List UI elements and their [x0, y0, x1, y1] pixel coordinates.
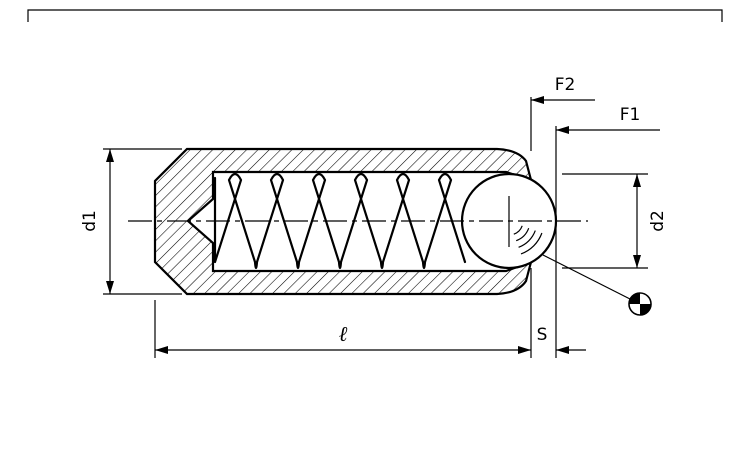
- callout-leader-line: [542, 254, 631, 300]
- d1-arrow-up: [106, 149, 114, 162]
- f1-arrowhead: [556, 126, 569, 134]
- coil-spring: [213, 172, 467, 270]
- ball-callout: [542, 254, 652, 316]
- length-label: ℓ: [339, 322, 348, 346]
- s-label: S: [537, 325, 548, 345]
- s-arrow-left: [556, 346, 569, 354]
- plunger-body-section: [153, 147, 533, 296]
- force-f2: F2: [530, 75, 595, 151]
- center-of-gravity-symbol-icon: [628, 292, 652, 316]
- ball-contact-arcs: [513, 225, 543, 255]
- f2-arrowhead: [531, 96, 544, 104]
- drawing-frame-border: [27, 9, 723, 22]
- dimension-length: ℓ: [154, 268, 532, 358]
- length-arrow-right: [518, 346, 531, 354]
- f1-label: F1: [620, 105, 641, 125]
- f2-label: F2: [555, 75, 576, 95]
- d2-label: d2: [648, 210, 668, 232]
- d1-arrow-down: [106, 281, 114, 294]
- dimension-d2: d2: [562, 173, 668, 269]
- length-arrow-left: [155, 346, 168, 354]
- dimension-s: S: [537, 126, 586, 358]
- d1-label: d1: [80, 210, 100, 232]
- force-f1: F1: [556, 105, 660, 134]
- d2-arrow-up: [633, 174, 641, 187]
- dimension-d1: d1: [80, 148, 182, 295]
- d2-arrow-down: [633, 255, 641, 268]
